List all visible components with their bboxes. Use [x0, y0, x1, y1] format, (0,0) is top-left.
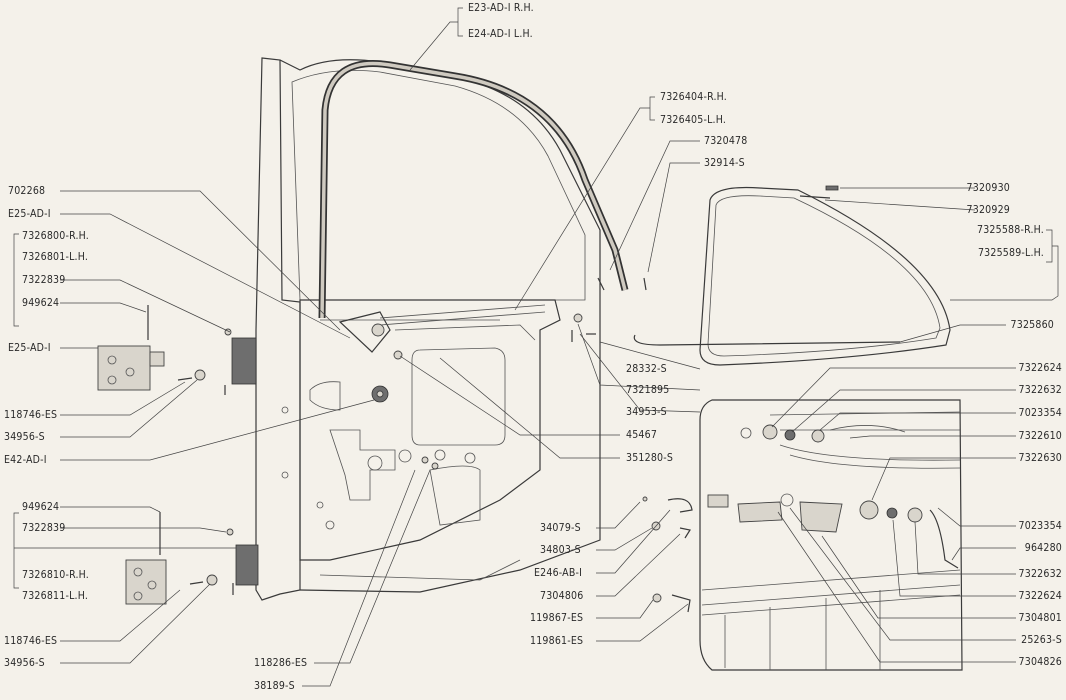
label-7326801: 7326801-L.H.	[22, 251, 89, 263]
label-38189-s: 38189-S	[254, 680, 295, 692]
leader-lines	[13, 7, 1059, 687]
label-964280: 964280	[1024, 542, 1062, 554]
label-45467: 45467	[626, 429, 658, 441]
lower-hinge	[125, 512, 259, 605]
label-7322624-bottom: 7322624	[1018, 590, 1062, 602]
label-7322839-bottom: 7322839	[22, 522, 66, 534]
label-34956-s-top: 34956-S	[4, 431, 45, 443]
door-shell	[255, 57, 601, 601]
quarter-window	[633, 185, 951, 366]
label-34956-s-bottom: 34956-S	[4, 657, 45, 669]
center-fasteners	[421, 277, 647, 470]
label-949624-top: 949624	[22, 297, 60, 309]
label-7322610: 7322610	[1018, 430, 1062, 442]
label-7023354-top: 7023354	[1018, 407, 1062, 419]
label-351280-s: 351280-S	[626, 452, 674, 464]
label-7325589: 7325589-L.H.	[977, 247, 1044, 259]
label-7304801: 7304801	[1018, 612, 1062, 624]
label-34803-s: 34803-S	[540, 544, 581, 556]
label-7321895: 7321895	[626, 384, 670, 396]
label-28332-s: 28332-S	[626, 363, 667, 375]
label-7326405: 7326405-L.H.	[660, 114, 727, 126]
remote-parts	[642, 496, 693, 613]
glass-run-seal	[318, 60, 629, 319]
label-7304826: 7304826	[1018, 656, 1062, 668]
label-118746-es-bottom: 118746-ES	[4, 635, 58, 647]
label-7322839-top: 7322839	[22, 274, 66, 286]
label-118286-es: 118286-ES	[254, 657, 308, 669]
label-7322630: 7322630	[1018, 452, 1062, 464]
label-949624-bottom: 949624	[22, 501, 60, 513]
label-7304806: 7304806	[540, 590, 584, 602]
upper-hinge	[97, 305, 257, 395]
label-7325588: 7325588-R.H.	[977, 224, 1044, 236]
label-e23-ad-1: E23-AD-I R.H.	[468, 2, 534, 14]
label-7325860: 7325860	[1010, 319, 1054, 331]
label-e25-ad-1-hinge: E25-AD-I	[8, 342, 51, 354]
window-regulator	[338, 304, 546, 403]
trim-panel	[699, 399, 963, 671]
label-7320930: 7320930	[966, 182, 1010, 194]
label-7322632-bottom: 7322632	[1018, 568, 1062, 580]
label-e25-ad-1-top: E25-AD-I	[8, 208, 51, 220]
label-25263-s: 25263-S	[1021, 634, 1062, 646]
label-119861-es: 119861-ES	[530, 635, 584, 647]
label-7023354-bottom: 7023354	[1018, 520, 1062, 532]
label-7322624-top: 7322624	[1018, 362, 1062, 374]
label-e246-ab-1: E246-AB-I	[534, 567, 583, 579]
label-7326404: 7326404-R.H.	[660, 91, 727, 103]
label-7326811: 7326811-L.H.	[22, 590, 89, 602]
label-119867-es: 119867-ES	[530, 612, 584, 624]
label-34079-s: 34079-S	[540, 522, 581, 534]
label-702268: 702268	[8, 185, 46, 197]
label-34953-s: 34953-S	[626, 406, 667, 418]
label-118746-es-top: 118746-ES	[4, 409, 58, 421]
label-e42-ad-1: E42-AD-I	[4, 454, 47, 466]
label-e24-ad-1: E24-AD-I L.H.	[468, 28, 533, 40]
label-32914-s: 32914-S	[704, 157, 745, 169]
label-7320929: 7320929	[966, 204, 1010, 216]
label-7320478: 7320478	[704, 135, 748, 147]
label-7322632-top: 7322632	[1018, 384, 1062, 396]
label-7326800: 7326800-R.H.	[22, 230, 89, 242]
label-7326810: 7326810-R.H.	[22, 569, 89, 581]
